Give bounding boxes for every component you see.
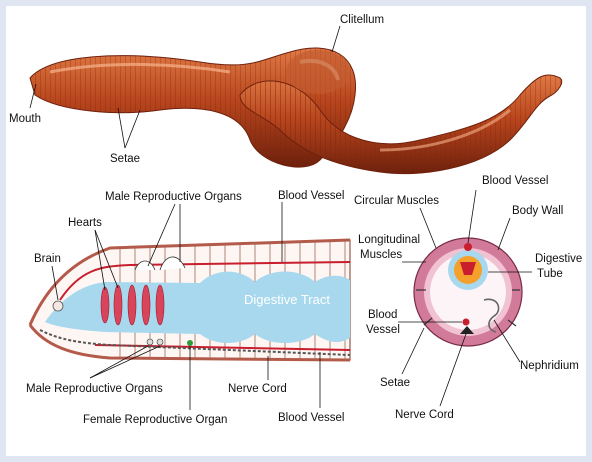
label-cs-blood: Blood <box>368 309 397 321</box>
label-cs-blood-vessel-top: Blood Vessel <box>482 175 549 187</box>
label-blood-vessel-top: Blood Vessel <box>278 190 345 202</box>
label-cs-setae: Setae <box>380 377 410 389</box>
label-digestive: Digestive <box>535 253 582 265</box>
brain <box>53 301 63 311</box>
label-male-repro-bottom: Male Reproductive Organs <box>26 383 163 395</box>
label-nerve-cord: Nerve Cord <box>228 383 287 395</box>
label-body-wall: Body Wall <box>512 205 563 217</box>
label-muscles: Muscles <box>360 249 402 261</box>
clitellum-band <box>286 50 350 94</box>
dorsal-vessel-cs <box>464 243 472 251</box>
worm-cross-section <box>414 238 522 346</box>
label-hearts: Hearts <box>68 217 102 229</box>
label-cs-nerve-cord: Nerve Cord <box>395 409 454 421</box>
label-mouth: Mouth <box>9 113 41 125</box>
label-nephridium: Nephridium <box>520 360 579 372</box>
label-blood-vessel-bottom: Blood Vessel <box>278 412 345 424</box>
label-brain: Brain <box>34 253 61 265</box>
label-setae: Setae <box>110 153 140 165</box>
label-male-repro-top: Male Reproductive Organs <box>105 191 242 203</box>
label-circular-muscles: Circular Muscles <box>354 195 439 207</box>
label-cs-vessel: Vessel <box>366 324 400 336</box>
label-female-repro: Female Reproductive Organ <box>83 414 227 426</box>
label-clitellum: Clitellum <box>340 14 384 26</box>
label-tube: Tube <box>537 268 563 280</box>
label-digestive-tract: Digestive Tract <box>244 292 330 307</box>
ventral-vessel-cs <box>463 319 470 326</box>
label-longitudinal: Longitudinal <box>358 234 420 246</box>
